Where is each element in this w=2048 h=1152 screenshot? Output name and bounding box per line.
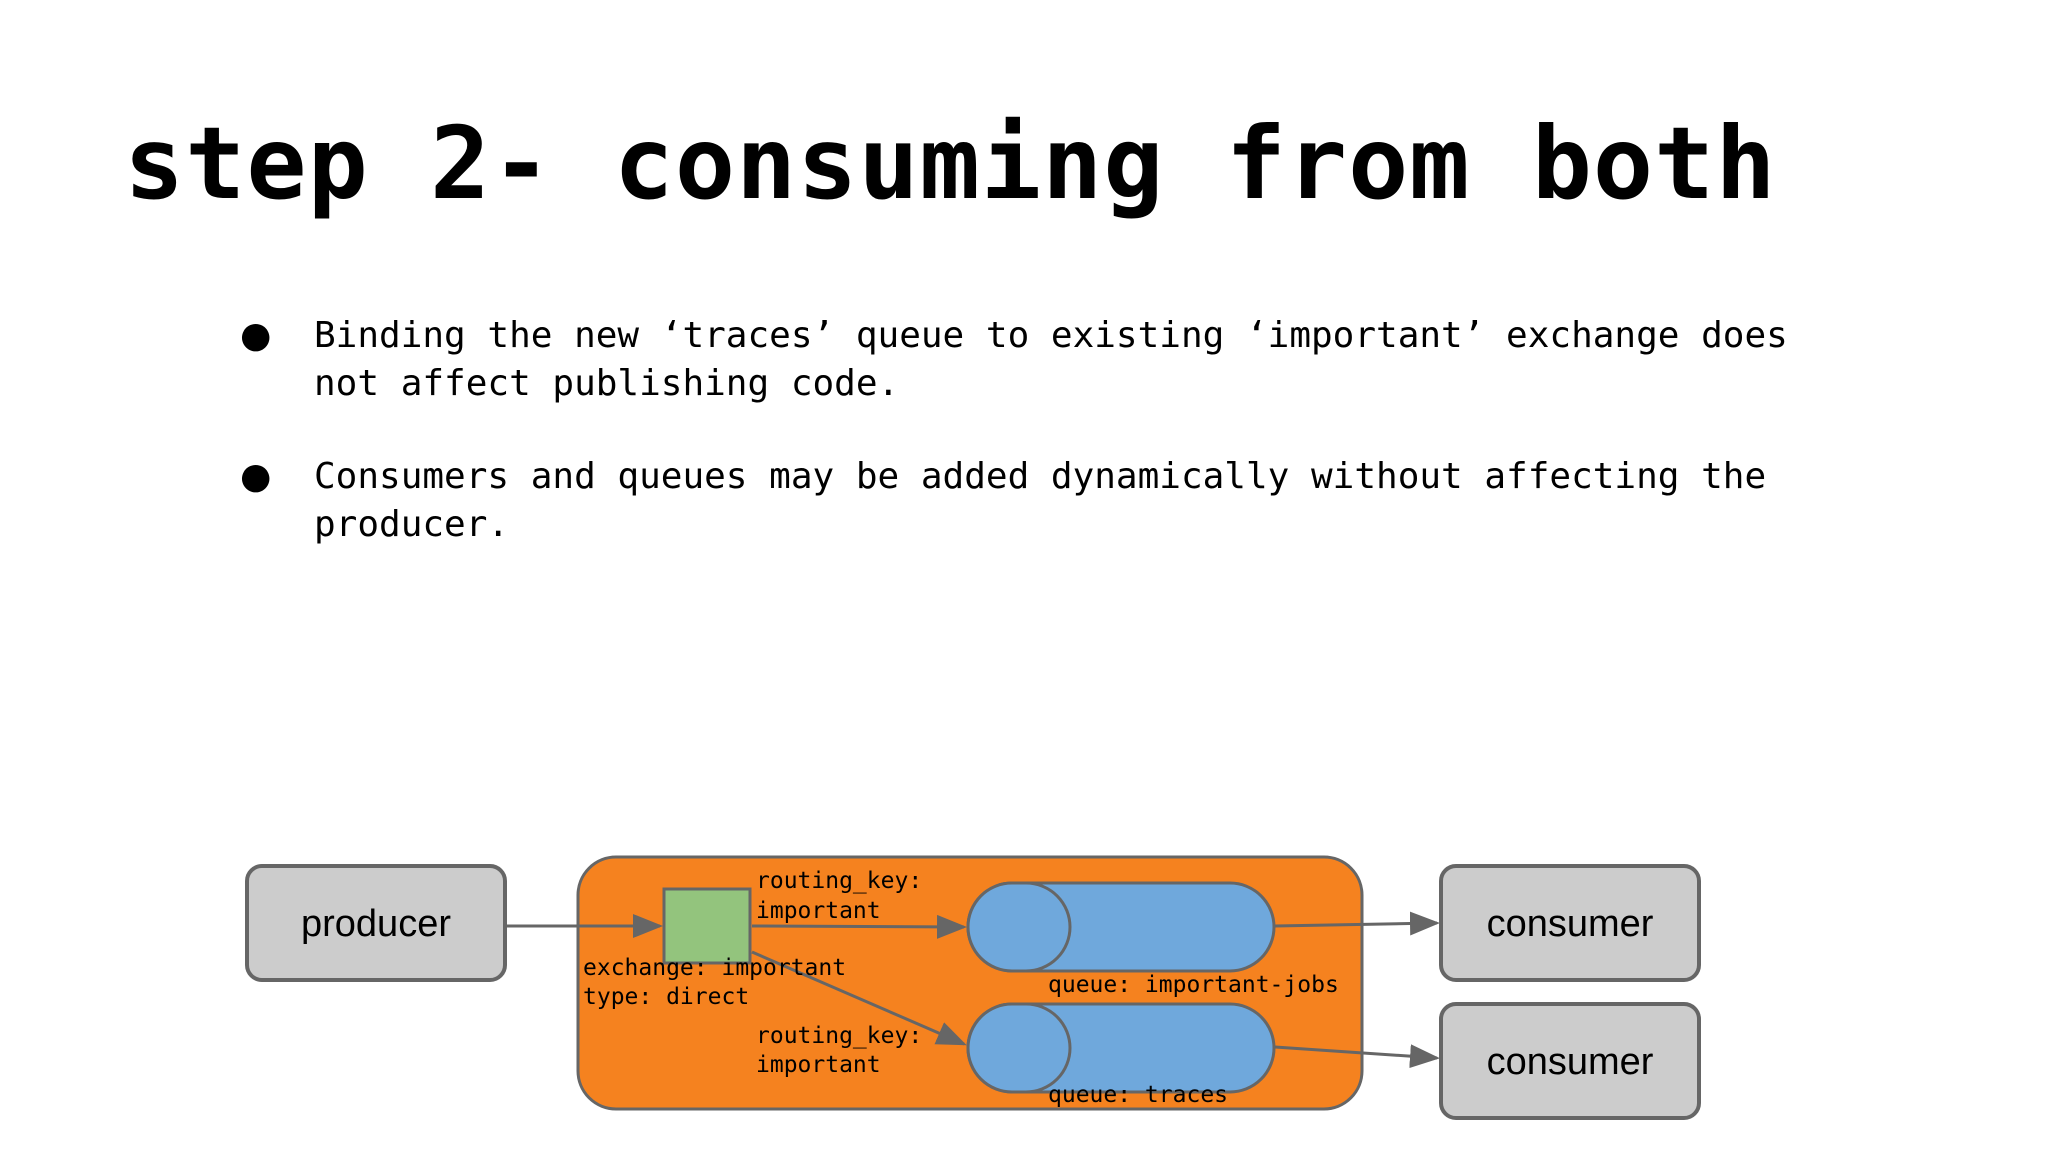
queue-important-jobs xyxy=(966,881,1276,973)
consumer-box-1 xyxy=(1439,864,1701,982)
bullet-icon: ● xyxy=(240,315,272,356)
exchange-name-label: exchange: important xyxy=(583,955,846,981)
producer-box xyxy=(245,864,507,982)
queue-label-important-jobs: queue: important-jobs xyxy=(1048,972,1339,998)
slide-title: step 2- consuming from both xyxy=(124,105,1777,222)
arrow-exchange-to-queue-1 xyxy=(751,914,967,939)
routing-key-value-2: important xyxy=(756,1052,881,1078)
bullet-line: Consumers and queues may be added dynami… xyxy=(314,456,1767,497)
consumer-box-2 xyxy=(1439,1002,1701,1120)
arrow-queue-2-to-consumer xyxy=(1274,1044,1440,1069)
producer-label: producer xyxy=(301,903,451,945)
bullet-icon: ● xyxy=(240,456,272,497)
bullet-item: ● Consumers and queues may be added dyna… xyxy=(230,453,1870,549)
exchange-type-label: type: direct xyxy=(583,984,749,1010)
arrow-queue-1-to-consumer xyxy=(1274,911,1440,936)
bullet-line: not affect publishing code. xyxy=(314,363,900,404)
queue-label-traces: queue: traces xyxy=(1048,1082,1228,1108)
bullet-line: producer. xyxy=(314,504,510,545)
routing-key-label-2: routing_key: xyxy=(756,1023,922,1049)
arrow-exchange-to-queue-2 xyxy=(751,950,967,1046)
bullet-item: ● Binding the new ‘traces’ queue to exis… xyxy=(230,312,1870,408)
routing-key-value-1: important xyxy=(756,898,881,924)
bullet-line: Binding the new ‘traces’ queue to existi… xyxy=(314,315,1788,356)
exchange-box xyxy=(662,887,752,965)
routing-key-label-1: routing_key: xyxy=(756,868,922,894)
consumer-label-2: consumer xyxy=(1487,1041,1654,1083)
queue-traces xyxy=(966,1002,1276,1094)
bullet-list: ● Binding the new ‘traces’ queue to exis… xyxy=(230,312,1870,594)
consumer-label-1: consumer xyxy=(1487,903,1654,945)
